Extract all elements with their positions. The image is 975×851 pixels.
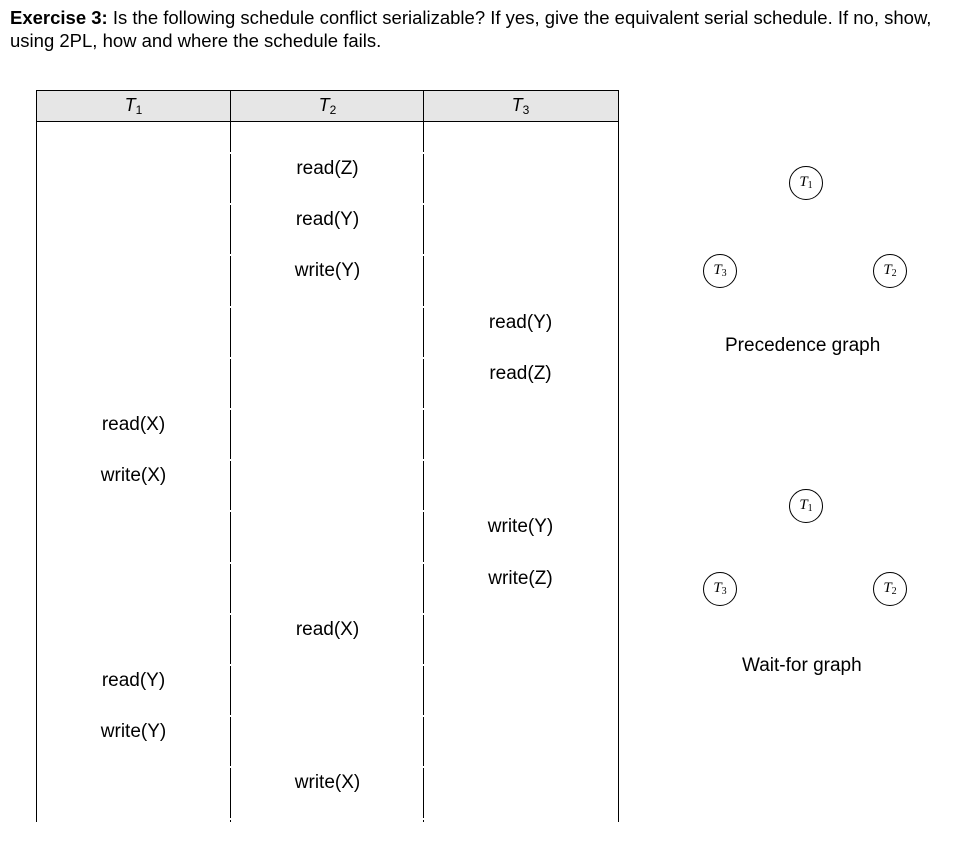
schedule-op: write(Z) (488, 567, 553, 589)
row-gap (229, 152, 232, 154)
schedule-op: write(X) (294, 772, 361, 794)
row-gap (229, 459, 232, 462)
exercise-label: Exercise 3: (10, 7, 108, 28)
schedule-op: read(X) (295, 618, 360, 640)
schedule-op: write(Y) (294, 260, 361, 282)
column-header-t1: T1 (124, 95, 143, 117)
schedule-op: read(Y) (488, 311, 553, 333)
graph-node-t2: T2 (873, 254, 907, 288)
graph-node-t1: T1 (789, 166, 823, 200)
schedule-op: read(Z) (489, 362, 552, 384)
row-gap (422, 305, 425, 308)
schedule-op: read(X) (101, 414, 166, 435)
schedule-op: read(Y) (295, 209, 360, 231)
row-gap (422, 356, 425, 359)
row-gap (229, 254, 232, 257)
row-gap (422, 152, 425, 154)
graph-node-t3: T3 (703, 254, 737, 288)
row-gap (422, 510, 425, 513)
row-gap (229, 305, 232, 308)
row-gap (229, 356, 232, 359)
schedule-op: write(Y) (487, 516, 554, 538)
row-gap (229, 817, 232, 820)
row-gap (229, 766, 232, 769)
schedule-op: read(Z) (296, 158, 359, 179)
wait-for-graph: T1 T3 T2 Wait-for graph (680, 470, 940, 685)
precedence-graph: T1 T3 T2 Precedence graph (680, 150, 940, 365)
exercise-question: Is the following schedule conflict seria… (10, 7, 932, 51)
precedence-graph-caption: Precedence graph (725, 335, 881, 356)
row-gap (422, 459, 425, 462)
row-gap (422, 254, 425, 257)
column-header-t3: T3 (511, 95, 530, 117)
schedule-table: T1 T2 T3 read(Z) read(Y) write(Y) read(Y) re… (36, 90, 619, 822)
schedule-op: read(Y) (101, 670, 166, 691)
graph-node-t3: T3 (703, 572, 737, 606)
row-gap (229, 664, 232, 666)
table-header (37, 90, 618, 122)
row-gap (422, 561, 425, 564)
row-gap (422, 766, 425, 769)
exercise-prompt: Exercise 3: Is the following schedule co… (10, 6, 965, 52)
schedule-op: write(X) (100, 465, 167, 487)
row-gap (422, 817, 425, 820)
column-divider (230, 90, 231, 822)
graph-node-t1: T1 (789, 489, 823, 523)
row-gap (229, 408, 232, 410)
row-gap (229, 715, 232, 718)
row-gap (422, 715, 425, 718)
column-header-t2: T2 (318, 95, 337, 117)
row-gap (422, 203, 425, 206)
schedule-op: write(Y) (100, 721, 167, 743)
row-gap (422, 664, 425, 666)
row-gap (229, 203, 232, 206)
row-gap (422, 612, 425, 615)
wait-for-graph-caption: Wait-for graph (742, 655, 862, 676)
column-divider (423, 90, 424, 822)
row-gap (229, 561, 232, 564)
row-gap (229, 510, 232, 513)
row-gap (422, 408, 425, 410)
graph-node-t2: T2 (873, 572, 907, 606)
row-gap (229, 612, 232, 615)
